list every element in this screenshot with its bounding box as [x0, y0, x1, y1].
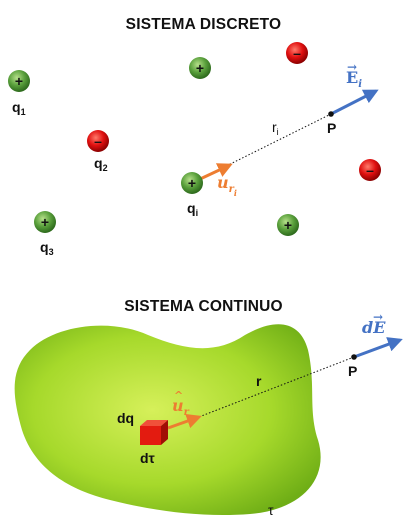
- label-field-ei: →Ei: [346, 60, 363, 90]
- label-tau: τ: [268, 502, 274, 518]
- svg-text:+: +: [41, 214, 49, 230]
- label-dq: dq: [117, 410, 135, 426]
- charge-negative-right: –: [359, 159, 381, 181]
- point-p-dot: [328, 111, 334, 117]
- label-unit-vector-ur: ^ur: [172, 389, 189, 418]
- field-vector-arrow-ei: [330, 89, 379, 116]
- unit-vector-arrow-uri: [197, 163, 233, 182]
- svg-text:+: +: [15, 73, 23, 89]
- charge-q1: +: [8, 70, 30, 92]
- label-unit-vector-uri: ^uri: [217, 166, 237, 198]
- charge-negative-top: –: [286, 42, 308, 64]
- field-vector-arrow-de: [353, 337, 403, 359]
- svg-text:+: +: [284, 217, 292, 233]
- unit-vector-arrow-ur: [167, 413, 202, 430]
- svg-text:–: –: [293, 45, 301, 61]
- label-qi: qi: [187, 200, 199, 218]
- charge-qi: +: [181, 172, 203, 194]
- label-point-p: P: [327, 120, 337, 136]
- continuous-charge-body: [14, 324, 321, 516]
- svg-text:–: –: [366, 162, 374, 178]
- charge-element-cube: [140, 420, 168, 445]
- continuous-system-title: SISTEMA CONTINUO: [124, 298, 283, 315]
- label-field-de: →dE: [362, 310, 386, 337]
- discrete-system-title: SISTEMA DISCRETO: [125, 16, 282, 33]
- svg-text:+: +: [196, 60, 204, 76]
- svg-text:+: +: [188, 175, 196, 191]
- charge-q2: –: [87, 130, 109, 152]
- charge-positive-top: +: [189, 57, 211, 79]
- label-q3: q3: [40, 239, 54, 257]
- point-p-dot-continuous: [351, 354, 357, 360]
- label-point-p-continuous: P: [348, 363, 358, 379]
- svg-text:–: –: [94, 133, 102, 149]
- label-r: r: [256, 373, 262, 389]
- label-q2: q2: [94, 155, 108, 173]
- label-dtau: dτ: [140, 450, 155, 466]
- charge-positive-right: +: [277, 214, 299, 236]
- label-q1: q1: [12, 99, 26, 117]
- charge-q3: +: [34, 211, 56, 233]
- label-ri: ri: [272, 119, 279, 137]
